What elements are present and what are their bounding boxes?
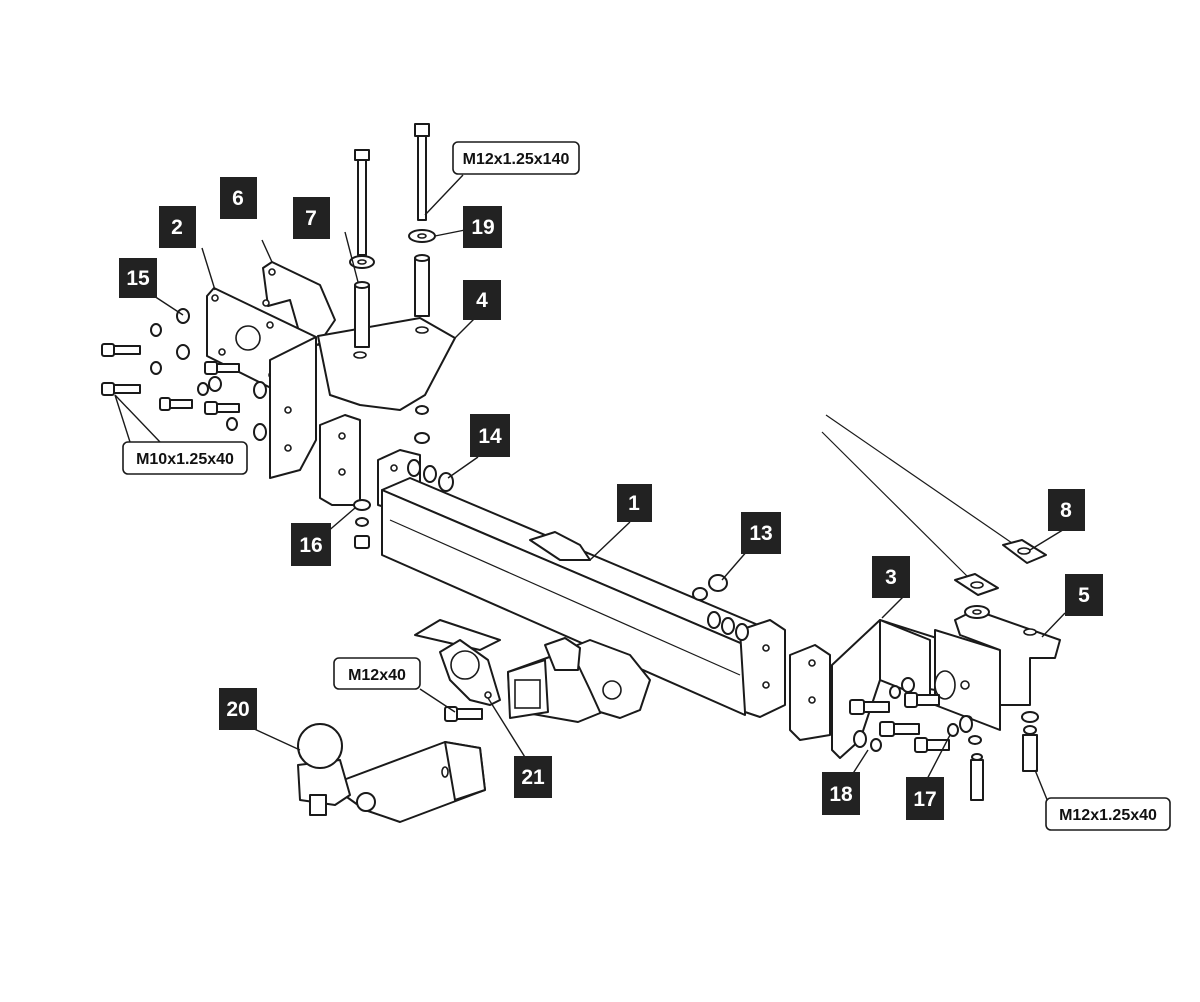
svg-text:18: 18 (829, 783, 853, 806)
right-plate-5 (954, 609, 1061, 706)
svg-text:16: 16 (299, 534, 322, 557)
svg-text:M12x40: M12x40 (348, 667, 406, 684)
svg-text:19: 19 (471, 216, 494, 239)
svg-text:7: 7 (305, 207, 317, 230)
socket-plate-21 (414, 619, 501, 722)
svg-text:2: 2 (171, 216, 183, 239)
part-label-15: 15 (119, 258, 157, 298)
svg-text:14: 14 (478, 425, 502, 448)
part-label-6: 6 (220, 177, 257, 219)
vertical-bolt-left-7 (349, 149, 375, 348)
svg-text:5: 5 (1078, 584, 1090, 607)
leader-lines (114, 174, 1067, 803)
svg-text:3: 3 (885, 566, 897, 589)
svg-text:8: 8 (1060, 499, 1072, 522)
part-label-16: 16 (291, 523, 331, 566)
part-label-19: 19 (463, 206, 502, 248)
part-label-17: 17 (906, 777, 944, 820)
part-label-2: 2 (159, 206, 196, 248)
part-label-4: 4 (463, 280, 501, 320)
left-bolts-15 (101, 308, 267, 441)
vertical-bolt-right-19 (408, 123, 436, 317)
part-label-7: 7 (293, 197, 330, 239)
part-label-20: 20 (219, 688, 257, 730)
spec-callout-top-bolt: M12x1.25x140 (452, 141, 580, 175)
part-label-3: 3 (872, 556, 910, 598)
svg-text:M12x1.25x40: M12x1.25x40 (1059, 807, 1157, 824)
spec-callout-pin-bolt: M12x40 (333, 657, 421, 690)
spec-callout-left-bolt: M10x1.25x40 (122, 441, 248, 475)
svg-text:13: 13 (749, 522, 772, 545)
part-label-5: 5 (1065, 574, 1103, 616)
svg-text:15: 15 (126, 267, 150, 290)
nuts-washers-16 (353, 405, 430, 549)
svg-text:M10x1.25x40: M10x1.25x40 (136, 451, 234, 468)
left-bracket-2 (206, 287, 317, 479)
spec-callout-right-bolt: M12x1.25x40 (1045, 797, 1171, 831)
part-label-13: 13 (741, 512, 781, 554)
part-label-21: 21 (514, 756, 552, 798)
svg-text:1: 1 (628, 492, 640, 515)
part-label-8: 8 (1048, 489, 1085, 531)
right-bolts-18-17 (849, 677, 1039, 801)
right-bracket-3 (831, 619, 1001, 759)
svg-text:4: 4 (476, 289, 488, 312)
svg-text:M12x1.25x140: M12x1.25x140 (463, 151, 570, 168)
svg-text:21: 21 (521, 766, 545, 789)
left-side-plate-6 (262, 261, 336, 346)
mounting-wires-8 (821, 414, 1047, 619)
ball-mount-20 (297, 723, 486, 823)
svg-text:20: 20 (226, 698, 249, 721)
svg-text:6: 6 (232, 187, 244, 210)
top-plate-4 (317, 317, 456, 411)
part-label-1: 1 (617, 484, 652, 522)
svg-text:17: 17 (913, 788, 936, 811)
nuts-washers-14 (407, 459, 454, 492)
receiver (507, 637, 651, 723)
main-crossbar-1 (381, 477, 786, 718)
nuts-washers-13 (692, 574, 749, 641)
right-mount-plate (789, 644, 831, 741)
part-label-14: 14 (470, 414, 510, 457)
part-label-18: 18 (822, 772, 860, 815)
